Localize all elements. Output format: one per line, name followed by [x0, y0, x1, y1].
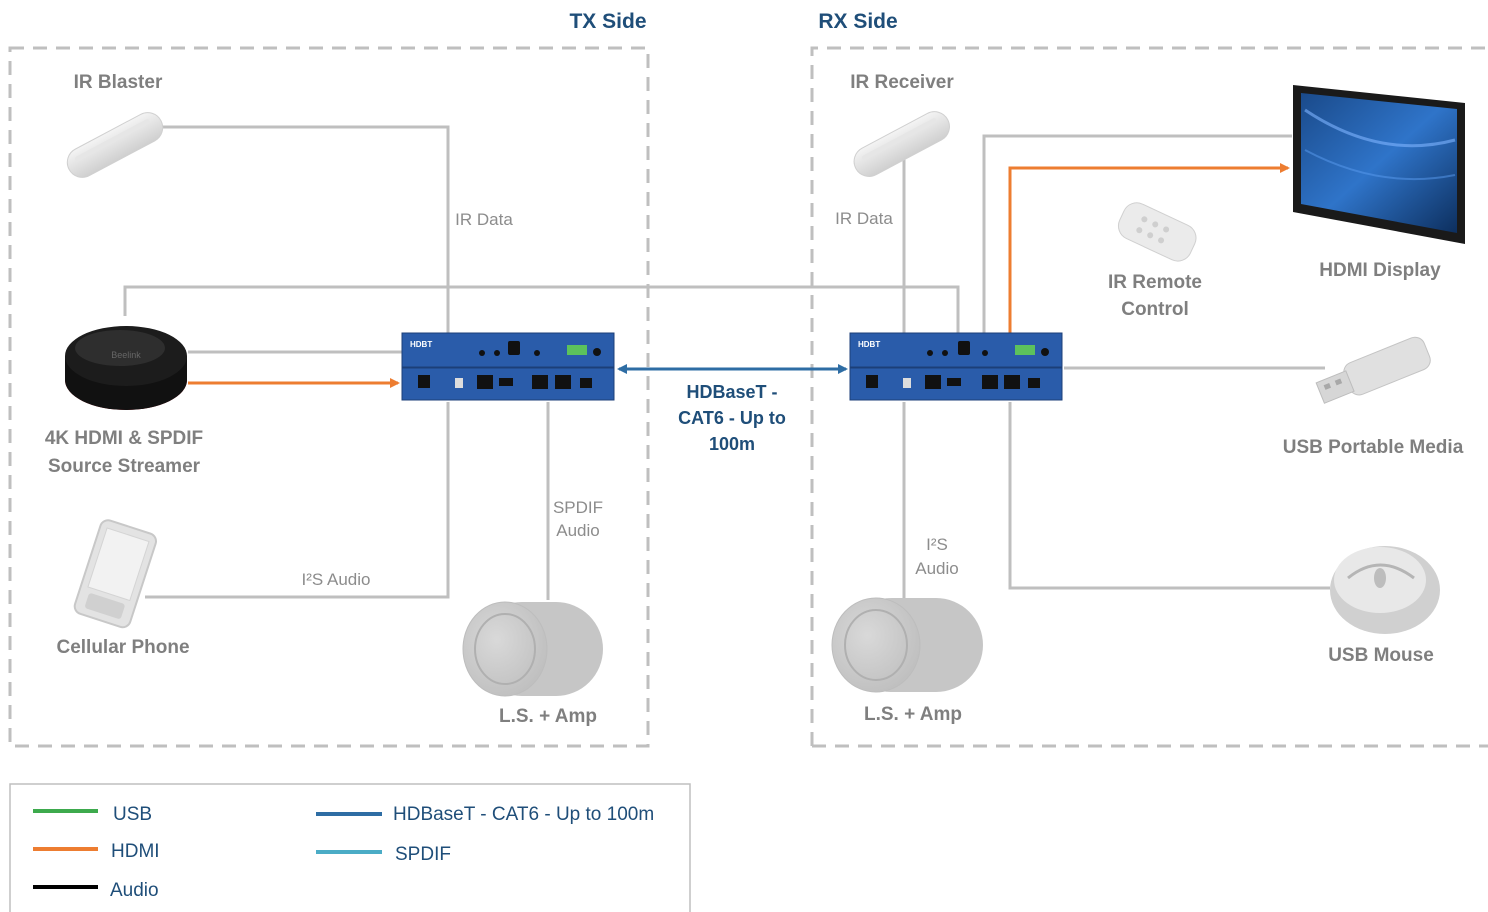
- remote-label-line2: Control: [1121, 299, 1189, 320]
- usb-media-label: USB Portable Media: [1283, 437, 1464, 458]
- rx-unit-logo: HDBT: [858, 340, 880, 349]
- legend: USB HDMI Audio HDBaseT - CAT6 - Up to 10…: [9, 783, 691, 912]
- spdif-label-line1: SPDIF: [553, 498, 603, 517]
- legend-hdmi-label: HDMI: [111, 841, 160, 862]
- link-label-line2: CAT6 - Up to: [678, 408, 786, 428]
- ir-receiver-icon: [853, 111, 950, 177]
- rx-i2s-label-line2: Audio: [915, 559, 958, 578]
- ir-receiver-label: IR Receiver: [850, 72, 954, 93]
- rx-side-box: [810, 46, 1488, 748]
- tx-extender-unit: HDBT: [401, 332, 615, 401]
- tx-i2s-label: I²S Audio: [302, 570, 371, 589]
- usb-mouse-label: USB Mouse: [1328, 645, 1434, 666]
- tx-speaker-icon: [462, 601, 603, 697]
- usb-media-icon: [1315, 336, 1431, 404]
- ir-blaster-icon: [66, 112, 164, 178]
- spdif-label-line2: Audio: [556, 521, 599, 540]
- remote-label-line1: IR Remote: [1108, 272, 1202, 293]
- rx-wires: [902, 134, 1330, 598]
- ir-remote-icon: [1117, 202, 1197, 262]
- phone-label: Cellular Phone: [56, 637, 189, 658]
- rx-ir-data-label: IR Data: [835, 209, 893, 228]
- legend-spdif-label: SPDIF: [395, 844, 451, 865]
- ir-blaster-label: IR Blaster: [74, 72, 163, 93]
- tx-speaker-label: L.S. + Amp: [499, 706, 597, 727]
- tx-wires: [123, 125, 960, 600]
- tx-side-box: [8, 46, 650, 748]
- link-label-line3: 100m: [709, 434, 755, 454]
- cellular-phone-icon: [73, 519, 157, 629]
- rx-i2s-label-line1: I²S: [926, 535, 948, 554]
- tx-ir-data-label: IR Data: [455, 210, 513, 229]
- rx-side-title: RX Side: [818, 10, 897, 33]
- tx-side-title: TX Side: [569, 10, 646, 33]
- rx-hdmi-output-line: [1008, 163, 1290, 334]
- legend-usb-label: USB: [113, 804, 152, 825]
- streamer-label-line1: 4K HDMI & SPDIF: [45, 428, 203, 449]
- hdmi-display-icon: [1293, 85, 1465, 244]
- display-label: HDMI Display: [1319, 260, 1441, 281]
- rx-extender-unit: HDBT: [849, 332, 1063, 401]
- rx-speaker-label: L.S. + Amp: [864, 704, 962, 725]
- tx-unit-logo: HDBT: [410, 340, 432, 349]
- usb-mouse-icon: [1330, 546, 1440, 634]
- streamer-brand: Beelink: [111, 350, 141, 360]
- link-label-line1: HDBaseT -: [686, 382, 777, 402]
- rx-speaker-icon: [831, 597, 983, 693]
- legend-hdbaset-label: HDBaseT - CAT6 - Up to 100m: [393, 804, 654, 825]
- streamer-icon: Beelink: [65, 326, 187, 410]
- legend-audio-label: Audio: [110, 880, 159, 901]
- streamer-label-line2: Source Streamer: [48, 456, 201, 477]
